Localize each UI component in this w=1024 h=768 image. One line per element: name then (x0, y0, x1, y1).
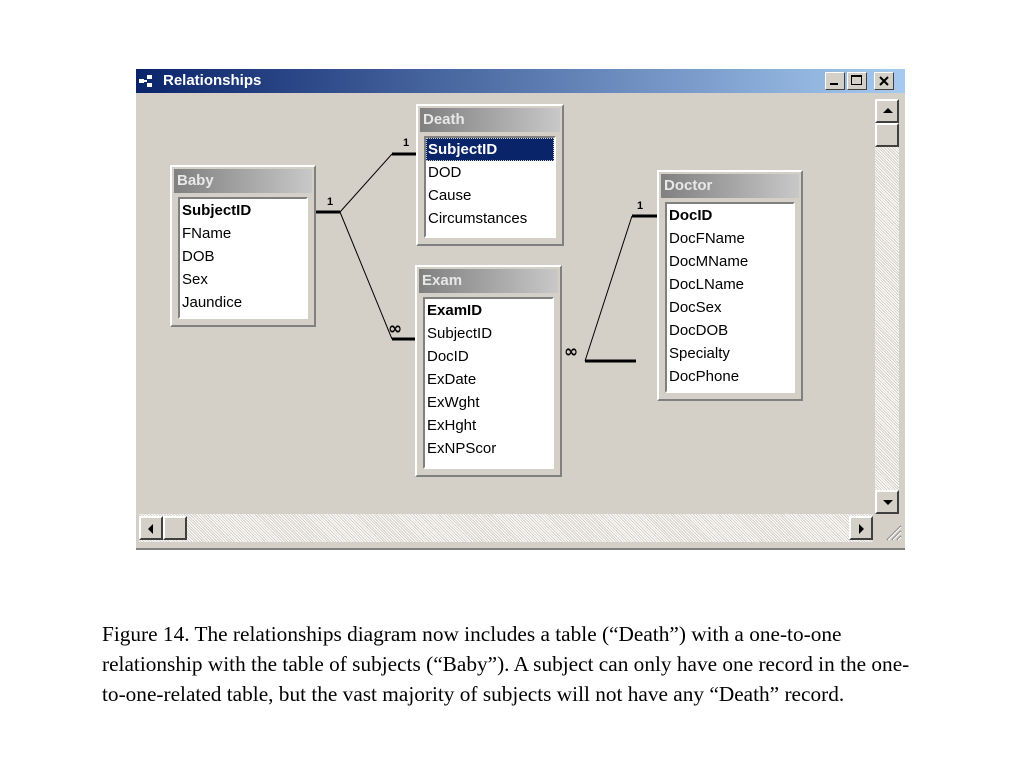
field-death-circumstances[interactable]: Circumstances (428, 210, 528, 227)
vertical-scrollbar[interactable] (875, 99, 899, 514)
close-icon (879, 76, 889, 86)
title-bar[interactable]: Relationships (136, 69, 905, 93)
arrow-up-icon (883, 108, 893, 113)
table-doctor-title[interactable]: Doctor (661, 174, 799, 198)
baby-exam-line (339, 211, 393, 340)
field-doctor-doclname[interactable]: DocLName (669, 276, 745, 293)
baby-exam-many-label: ∞ (388, 319, 402, 339)
field-exam-exdate[interactable]: ExDate (427, 371, 477, 388)
table-death-fields: SubjectID DOD Cause Circumstances (424, 136, 556, 238)
table-exam[interactable]: Exam ExamID SubjectID DocID ExDate ExWgh… (415, 265, 562, 477)
field-doctor-docdob[interactable]: DocDOB (669, 322, 729, 339)
table-exam-title[interactable]: Exam (419, 269, 558, 293)
field-baby-subjectid[interactable]: SubjectID (182, 202, 252, 219)
doctor-exam-one-label: 1 (637, 200, 643, 212)
horizontal-scroll-thumb[interactable] (163, 516, 187, 540)
table-death-title[interactable]: Death (420, 108, 560, 132)
maximize-button[interactable] (847, 72, 867, 90)
baby-death-one-label-baby-side: 1 (327, 196, 333, 208)
field-exam-exwght[interactable]: ExWght (427, 394, 480, 411)
table-baby-title[interactable]: Baby (174, 169, 312, 193)
table-exam-fields: ExamID SubjectID DocID ExDate ExWght ExH… (423, 297, 554, 469)
field-death-cause[interactable]: Cause (428, 187, 472, 204)
field-doctor-docphone[interactable]: DocPhone (669, 368, 740, 385)
field-doctor-docfname[interactable]: DocFName (669, 230, 745, 247)
figure-caption: Figure 14. The relationships diagram now… (102, 622, 910, 706)
arrow-down-icon (883, 500, 893, 505)
field-baby-dob[interactable]: DOB (182, 248, 215, 265)
table-doctor-fields: DocID DocFName DocMName DocLName DocSex … (665, 202, 795, 393)
scroll-left-button[interactable] (139, 516, 163, 540)
scroll-down-button[interactable] (875, 490, 899, 514)
window-title: Relationships (163, 72, 262, 89)
field-exam-exhght[interactable]: ExHght (427, 417, 477, 434)
table-doctor[interactable]: Doctor DocID DocFName DocMName DocLName … (657, 170, 803, 401)
table-death[interactable]: Death SubjectID DOD Cause Circumstances (416, 104, 564, 246)
resize-grip-icon (886, 525, 902, 541)
field-doctor-docsex[interactable]: DocSex (669, 299, 722, 316)
scroll-up-button[interactable] (875, 99, 899, 123)
field-baby-sex[interactable]: Sex (182, 271, 208, 288)
field-doctor-docmname[interactable]: DocMName (669, 253, 749, 270)
field-doctor-specialty[interactable]: Specialty (669, 345, 730, 362)
table-baby[interactable]: Baby SubjectID FName DOB Sex Jaundice (170, 165, 316, 327)
close-button[interactable] (874, 72, 894, 90)
field-death-dod[interactable]: DOD (428, 164, 462, 181)
relationships-icon (139, 75, 153, 87)
arrow-right-icon (859, 524, 864, 534)
field-exam-docid[interactable]: DocID (427, 348, 469, 365)
field-death-subjectid[interactable]: SubjectID (426, 138, 554, 161)
field-doctor-docid[interactable]: DocID (669, 207, 713, 224)
baby-death-one-label-death-side: 1 (403, 137, 409, 149)
minimize-icon (830, 83, 838, 85)
table-baby-fields: SubjectID FName DOB Sex Jaundice (178, 197, 308, 319)
horizontal-scrollbar[interactable] (139, 514, 873, 542)
field-exam-examid[interactable]: ExamID (427, 302, 483, 319)
doctor-exam-many-label: ∞ (564, 342, 578, 362)
arrow-left-icon (148, 524, 153, 534)
maximize-icon (851, 75, 862, 85)
scroll-right-button[interactable] (849, 516, 873, 540)
resize-grip[interactable] (875, 514, 903, 542)
relationships-window: Relationships 1 1 ∞ ∞ 1 B (136, 69, 905, 550)
field-baby-fname[interactable]: FName (182, 225, 232, 242)
minimize-button[interactable] (825, 72, 845, 90)
field-baby-jaundice[interactable]: Jaundice (182, 294, 243, 311)
field-exam-subjectid[interactable]: SubjectID (427, 325, 493, 342)
relationship-lines: 1 1 ∞ ∞ 1 (316, 137, 658, 363)
field-exam-exnpscor[interactable]: ExNPScor (427, 440, 497, 457)
vertical-scroll-thumb[interactable] (875, 123, 899, 147)
